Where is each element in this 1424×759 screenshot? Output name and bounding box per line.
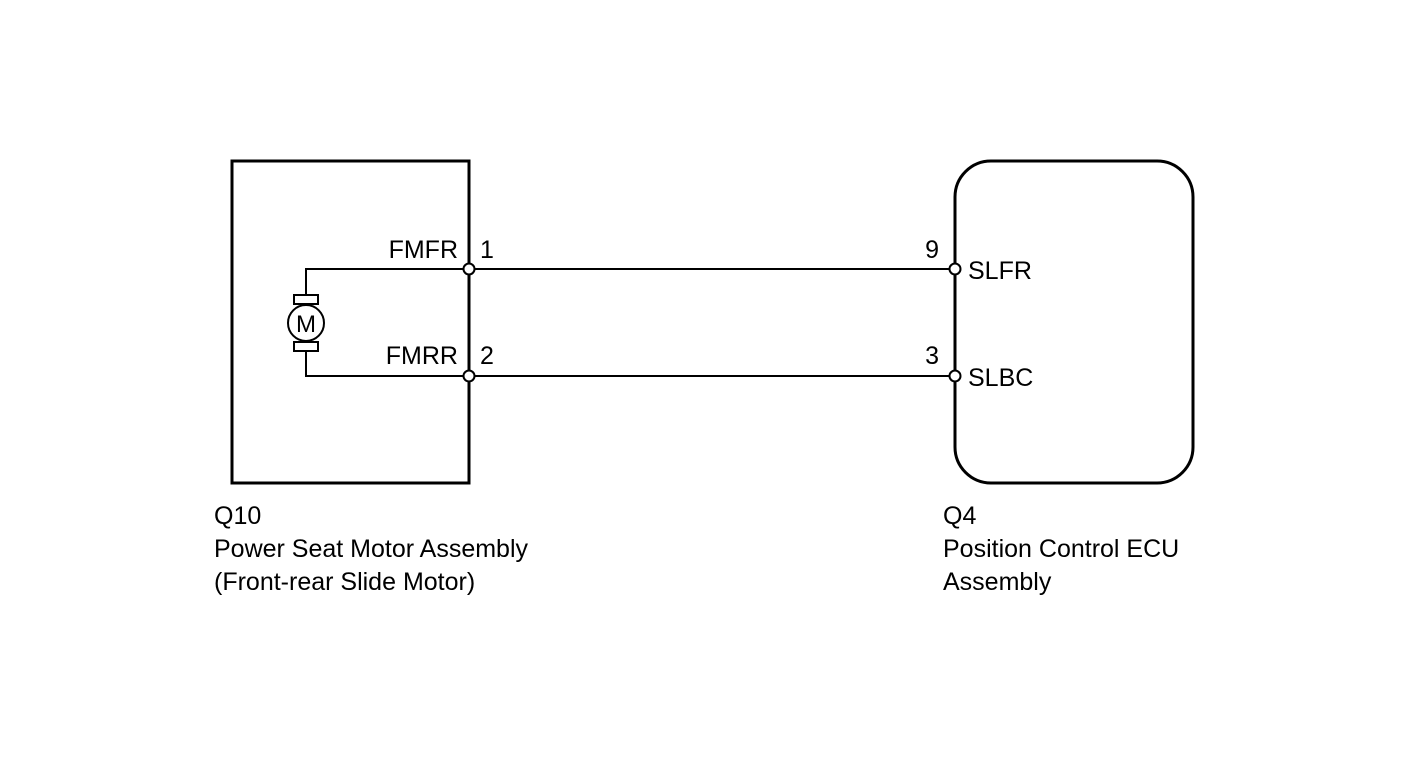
pin-number-3: 3 [925, 342, 939, 370]
right-component-code: Q4 [943, 502, 976, 530]
pin-signal-fmfr: FMFR [389, 236, 458, 264]
motor-assembly-box [230, 159, 471, 485]
motor-symbol-label: M [296, 311, 316, 338]
pin-signal-slbc: SLBC [968, 364, 1033, 392]
pin-signal-fmrr: FMRR [386, 342, 458, 370]
left-component-name-line2: (Front-rear Slide Motor) [214, 568, 475, 596]
pin-number-1: 1 [480, 236, 494, 264]
left-component-code: Q10 [214, 502, 261, 530]
pin-number-9: 9 [925, 236, 939, 264]
terminal-pin-3 [948, 369, 962, 383]
terminal-pin-1 [462, 262, 476, 276]
motor-brush-bottom [293, 341, 319, 352]
position-control-ecu-assembly: 9 SLFR 3 SLBC Q4 Position Control ECU As… [925, 159, 1195, 596]
terminal-pin-9 [948, 262, 962, 276]
terminal-pin-2 [462, 369, 476, 383]
motor-circle [287, 304, 325, 342]
pin-signal-slfr: SLFR [968, 257, 1032, 285]
motor-icon: M [287, 294, 325, 352]
motor-wire-bottom [305, 351, 469, 377]
ecu-box [953, 159, 1195, 485]
pin-number-2: 2 [480, 342, 494, 370]
motor-wire-top [305, 268, 469, 295]
left-component-name-line1: Power Seat Motor Assembly [214, 535, 529, 563]
power-seat-motor-assembly: M FMFR 1 FMRR 2 Q10 Power Seat Motor Ass… [214, 159, 529, 596]
motor-brush-top [293, 294, 319, 305]
right-component-name-line2: Assembly [943, 568, 1052, 596]
right-component-name-line1: Position Control ECU [943, 535, 1179, 563]
